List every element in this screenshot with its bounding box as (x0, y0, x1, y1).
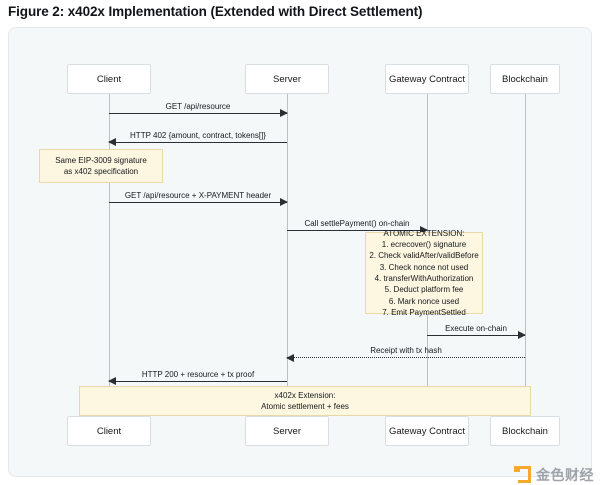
participant-label: Gateway Contract (388, 73, 466, 85)
arrowhead-left-icon (286, 354, 294, 362)
message-label: GET /api/resource (165, 102, 231, 111)
message-label: Call settlePayment() on-chain (304, 219, 410, 228)
arrowhead-right-icon (280, 109, 288, 117)
jinse-logo-icon (514, 466, 531, 483)
participant-chain-bottom: Blockchain (490, 416, 560, 446)
note-line: Atomic settlement + fees (261, 402, 349, 411)
lifeline-server (287, 94, 288, 416)
message-get-api-resource: GET /api/resource (109, 102, 288, 117)
watermark-text: 金色财经 (536, 466, 594, 483)
lifeline-client (109, 94, 110, 416)
participant-chain-top: Blockchain (490, 64, 560, 94)
note-line: 2. Check validAfter/validBefore (369, 251, 479, 261)
participant-client-bottom: Client (67, 416, 151, 446)
note-line: 1. ecrecover() signature (381, 239, 467, 249)
message-label: Execute on-chain (445, 324, 507, 333)
arrowhead-right-icon (518, 331, 526, 339)
lifeline-chain (525, 94, 526, 416)
note-line: 6. Mark nonce used (388, 296, 460, 306)
note-x402x-extension: x402x Extension: Atomic settlement + fee… (79, 386, 531, 416)
participant-label: Blockchain (502, 425, 548, 437)
message-get-api-resource-xpayment: GET /api/resource + X-PAYMENT header (109, 191, 288, 206)
note-line: x402x Extension: (274, 390, 336, 400)
message-label: HTTP 402 {amount, contract, tokens[]} (130, 131, 266, 140)
note-line: 3. Check nonce not used (379, 262, 469, 272)
message-label: GET /api/resource + X-PAYMENT header (124, 191, 272, 200)
participant-server-bottom: Server (245, 416, 329, 446)
participant-label: Client (96, 73, 122, 85)
message-label: HTTP 200 + resource + tx proof (141, 370, 255, 379)
sequence-diagram-canvas: Client Server Gateway Contract Blockchai… (8, 27, 592, 477)
message-label: Receipt with tx hash (370, 346, 442, 355)
note-line: 4. transferWithAuthorization (374, 274, 474, 283)
arrowhead-right-icon (420, 226, 428, 234)
arrowhead-left-icon (108, 138, 116, 146)
note-line: Same EIP-3009 signature (55, 155, 147, 165)
participant-label: Blockchain (502, 73, 548, 85)
participant-server-top: Server (245, 64, 329, 94)
participant-gateway-bottom: Gateway Contract (385, 416, 469, 446)
message-http-200: HTTP 200 + resource + tx proof (108, 370, 287, 385)
note-line: 7. Emit PaymentSettled (382, 308, 466, 318)
participant-client-top: Client (67, 64, 151, 94)
participant-label: Gateway Contract (388, 425, 466, 437)
message-execute-on-chain: Execute on-chain (427, 324, 526, 339)
participant-gateway-top: Gateway Contract (385, 64, 469, 94)
arrowhead-left-icon (108, 377, 116, 385)
watermark: 金色财经 (514, 466, 594, 483)
figure-title: Figure 2: x402x Implementation (Extended… (8, 4, 423, 19)
note-atomic-extension: ATOMIC EXTENSION: 1. ecrecover() signatu… (365, 229, 483, 317)
participant-label: Server (273, 73, 301, 85)
note-line: 5. Deduct platform fee (384, 285, 464, 295)
note-line: ATOMIC EXTENSION: (383, 228, 465, 238)
note-eip3009: Same EIP-3009 signature as x402 specific… (39, 149, 163, 183)
arrowhead-right-icon (280, 198, 288, 206)
message-http-402: HTTP 402 {amount, contract, tokens[]} (108, 131, 287, 146)
note-line: as x402 specification (63, 167, 139, 176)
participant-label: Client (96, 425, 122, 437)
message-call-settlepayment: Call settlePayment() on-chain (287, 219, 428, 234)
message-receipt-with-tx-hash: Receipt with tx hash (286, 346, 525, 362)
participant-label: Server (273, 425, 301, 437)
